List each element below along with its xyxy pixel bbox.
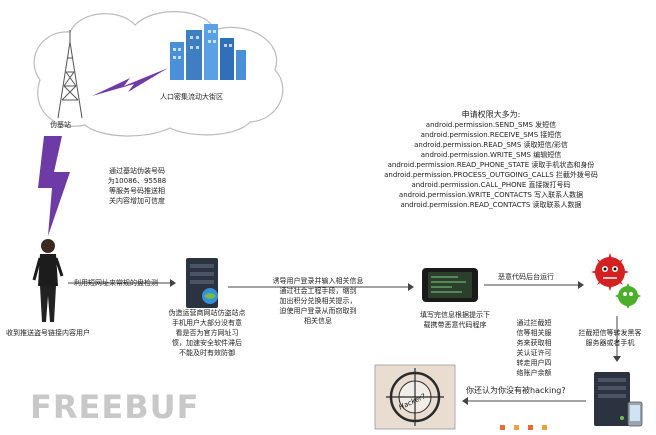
- arrow-server-tablet: [228, 283, 414, 291]
- intercept-note: 通过拦截短 信等相关服 务来获取相 关认证许可 转走用户四 络账户余额: [508, 318, 560, 378]
- permission-item: android.permission.READ_SMS 读取短信/彩信: [414, 141, 568, 149]
- permission-item: android.permission.WRITE_CONTACTS 写入联系人数…: [398, 191, 584, 199]
- arrow-user-server: [68, 279, 176, 287]
- user-label: 收到推送盗号链接内容用户: [6, 329, 90, 337]
- decor-dots: [500, 425, 547, 430]
- crosshair-target-icon: [374, 364, 456, 430]
- city-buildings-icon: [170, 24, 246, 80]
- tower-icon: [57, 30, 83, 119]
- malware-virus-icon: [591, 253, 641, 309]
- intercept-note-line: 关认证许可: [516, 349, 552, 357]
- sms-note-line: 关内容增加可信度: [109, 197, 165, 205]
- cloud-scene: [33, 11, 284, 137]
- social-note-line: 相关信息: [304, 317, 332, 325]
- intercept-note-line: 信等相关服: [516, 329, 552, 337]
- hacker-question: 你还认为你没有被hacking?: [466, 386, 566, 395]
- permission-item: android.permission.RECEIVE_SMS 接短信: [420, 131, 562, 139]
- tower-label: 伪基站: [50, 121, 71, 129]
- malware-run-label: 恶意代码后台运行: [498, 273, 554, 281]
- lightning-bolt-icon: [38, 136, 70, 236]
- forward-note: 拦截短信等转发黑客 服务器或者手机: [566, 328, 654, 348]
- permissions-title: 申请权限大多为:: [461, 110, 521, 119]
- user-figure-icon: [32, 239, 64, 322]
- city-label: 人口密集流动大街区: [160, 93, 223, 101]
- hacker-server-icon: [594, 372, 643, 427]
- sms-note-line: 通过基站伪装号码: [109, 167, 165, 175]
- social-note: 诱导用户登录并输入相关信息 通过社会工程手段，缩剑 加出积分兑换相关提示， 迫使…: [258, 276, 378, 326]
- tablet-note: 填写完信息根据提示下 载携带恶意代码程序: [408, 310, 502, 330]
- url-check-label: 利用短网址来常规的盘检测: [74, 279, 158, 287]
- server1-note: 伪造运营商网站仿盗站点 手机用户大部分没有意 看是否为官方网址习 惯，加速安全软…: [160, 308, 254, 358]
- intercept-note-line: 络账户余额: [516, 369, 552, 377]
- social-note-line: 通过社会工程手段，缩剑: [279, 287, 357, 295]
- server1-note-line: 不能及时有效防御: [179, 349, 235, 357]
- social-note-line: 迫使用户登录从而窃取到: [279, 307, 357, 315]
- intercept-note-line: 转走用户四: [516, 359, 552, 367]
- permission-item: android.permission.READ_PHONE_STATE 读取手机…: [387, 161, 595, 169]
- permission-item: android.permission.WRITE_SMS 编辑短信: [420, 151, 562, 159]
- intercept-note-line: 通过拦截短: [516, 319, 552, 327]
- social-note-line: 诱导用户登录并输入相关信息: [272, 277, 364, 285]
- freebuf-watermark: FREEBUF: [30, 388, 200, 426]
- permission-item: android.permission.PROCESS_OUTGOING_CALL…: [384, 171, 598, 179]
- permissions-block: 申请权限大多为: android.permission.SEND_SMS 发短信…: [356, 110, 626, 210]
- tablet-note-line: 填写完信息根据提示下: [420, 311, 490, 319]
- tablet-note-line: 载携带恶意代码程序: [423, 321, 487, 329]
- sms-note-line: 等服务号码推送相: [109, 187, 165, 195]
- permission-item: android.permission.SEND_SMS 发短信: [425, 121, 557, 129]
- tablet-icon: [422, 268, 478, 302]
- forward-note-line: 服务器或者手机: [585, 339, 635, 347]
- arrow-server-target: [462, 397, 586, 405]
- server1-note-line: 惯，加速安全软件滞后: [172, 339, 242, 347]
- intercept-note-line: 务来获取相: [516, 339, 552, 347]
- signal-bolt-icon: [92, 68, 168, 96]
- sms-note-line: 为10086、95588: [107, 177, 167, 185]
- social-note-line: 加出积分兑换相关提示，: [279, 297, 357, 305]
- server1-note-line: 看是否为官方网址习: [175, 329, 239, 337]
- phishing-server-icon: [186, 258, 218, 308]
- arrow-tablet-virus: [484, 281, 584, 289]
- server1-note-line: 手机用户大部分没有意: [172, 319, 242, 327]
- sms-note: 通过基站伪装号码 为10086、95588 等服务号码推送相 关内容增加可信度: [92, 166, 182, 206]
- server1-note-line: 伪造运营商网站仿盗站点: [168, 309, 246, 317]
- permission-item: android.permission.CALL_PHONE 直接拨打号码: [411, 181, 571, 189]
- permission-item: android.permission.READ_CONTACTS 读取联系人数据: [400, 201, 582, 209]
- forward-note-line: 拦截短信等转发黑客: [578, 329, 642, 337]
- arrow-virus-server: [613, 316, 621, 362]
